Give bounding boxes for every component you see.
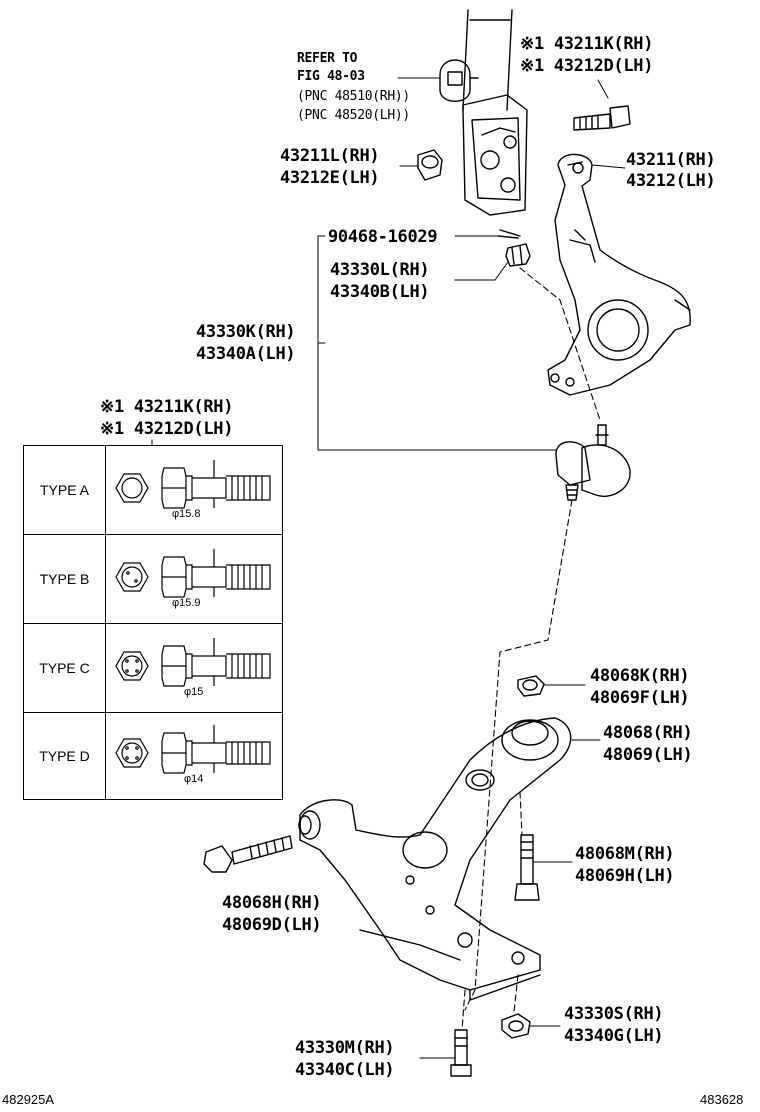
ball-joint xyxy=(555,424,631,501)
type-drawing: φ15 xyxy=(105,623,283,713)
type-diameter: φ15.9 xyxy=(172,597,201,609)
top-bolt-rh-label: ※1 43211K(RH) xyxy=(520,34,654,54)
rear-bolt xyxy=(514,834,540,901)
footer-left-code: 482925A xyxy=(2,1092,55,1107)
bolt-a-icon xyxy=(115,460,271,509)
bolt-d-icon xyxy=(115,725,271,774)
front-bolt-rh-label: 48068H(RH) xyxy=(222,893,322,913)
strut-assembly xyxy=(462,9,528,216)
type-row: TYPE C φ15 xyxy=(23,623,283,713)
footer-right-code: 483628 xyxy=(700,1092,744,1107)
lower-bolt-lh-label: 43340C(LH) xyxy=(295,1060,395,1080)
lower-control-arm xyxy=(298,717,572,1001)
type-row: TYPE D φ14 xyxy=(23,712,283,800)
arm-lh-label: 48069(LH) xyxy=(603,745,693,765)
knuckle-rh-label: 43211(RH) xyxy=(626,150,716,170)
refer-label-4: (PNC 48520(LH)) xyxy=(297,108,410,123)
lower-nut-rh-label: 43330S(RH) xyxy=(564,1004,664,1024)
ball-joint-rh-label: 43330K(RH) xyxy=(196,322,296,342)
bush-nut-rh-label: 48068K(RH) xyxy=(590,666,690,686)
type-name: TYPE D xyxy=(23,712,106,800)
front-bolt-lh-label: 48069D(LH) xyxy=(222,915,322,935)
type-diameter: φ14 xyxy=(184,773,204,785)
bolt-b-icon xyxy=(115,549,271,598)
lower-bolt xyxy=(450,1029,472,1077)
type-diameter: φ15 xyxy=(184,686,204,698)
ball-joint-lh-label: 43340A(LH) xyxy=(196,344,296,364)
cotter-pin-label: 90468-16029 xyxy=(328,227,438,247)
arm-rh-label: 48068(RH) xyxy=(603,723,693,743)
rear-bolt-rh-label: 48068M(RH) xyxy=(575,844,675,864)
lower-bolt-rh-label: 43330M(RH) xyxy=(295,1038,395,1058)
alignment-lines xyxy=(461,267,601,1031)
top-bolt xyxy=(573,105,631,131)
castle-nut-rh-label: 43330L(RH) xyxy=(330,260,430,280)
rear-bolt-lh-label: 48069H(LH) xyxy=(575,866,675,886)
stabilizer-clamp xyxy=(439,59,479,102)
type-name: TYPE C xyxy=(23,623,106,713)
knuckle-lh-label: 43212(LH) xyxy=(626,171,716,191)
top-bolt-lh-label: ※1 43212D(LH) xyxy=(520,56,654,76)
upper-nut-rh-label: 43211L(RH) xyxy=(280,146,380,166)
refer-label-2: FIG 48-03 xyxy=(297,69,365,84)
type-row: TYPE A φ15.8 xyxy=(23,445,283,535)
type-drawing: φ15.8 xyxy=(105,445,283,535)
table-bolt-rh-label: ※1 43211K(RH) xyxy=(100,397,234,417)
type-row: TYPE B φ15.9 xyxy=(23,534,283,624)
type-diameter: φ15.8 xyxy=(172,508,201,520)
refer-label-1: REFER TO xyxy=(297,51,358,66)
castle-nut-lh-label: 43340B(LH) xyxy=(330,282,430,302)
steering-knuckle xyxy=(547,153,691,396)
front-bolt xyxy=(203,835,293,873)
lower-nut xyxy=(501,1013,531,1039)
castle-nut xyxy=(505,243,531,267)
type-drawing: φ15.9 xyxy=(105,534,283,624)
upper-nut-lh-label: 43212E(LH) xyxy=(280,168,380,188)
type-name: TYPE A xyxy=(23,445,106,535)
lower-nut-lh-label: 43340G(LH) xyxy=(564,1026,664,1046)
refer-label-3: (PNC 48510(RH)) xyxy=(297,89,410,104)
type-name: TYPE B xyxy=(23,534,106,624)
bush-nut-lh-label: 48069F(LH) xyxy=(590,688,690,708)
upper-nut xyxy=(417,149,443,181)
type-drawing: φ14 xyxy=(105,712,283,800)
bolt-types-table: TYPE A φ15.8 TYPE B xyxy=(23,445,283,800)
bolt-c-icon xyxy=(115,638,271,687)
table-bolt-lh-label: ※1 43212D(LH) xyxy=(100,419,234,439)
cotter-pin xyxy=(497,229,521,239)
bush-nut xyxy=(517,675,545,697)
